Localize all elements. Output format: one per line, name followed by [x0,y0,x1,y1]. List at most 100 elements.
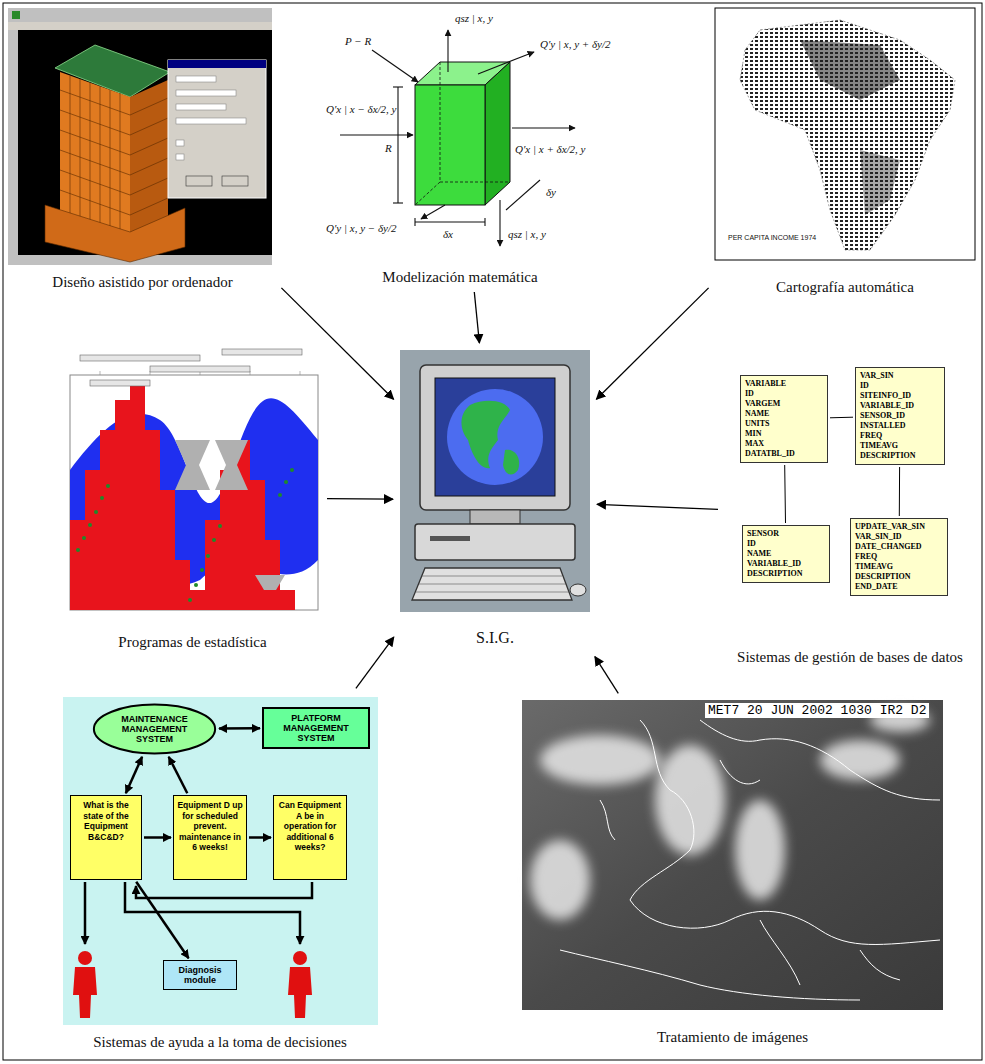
illustration-part [8,30,18,255]
illustration-part [503,450,519,475]
illustration-part [130,138,168,155]
box-text: Equipment D up for scheduled prevent. ma… [177,800,243,853]
illustration-part [715,8,975,260]
illustration-part [499,200,500,246]
table-field: FREQ [855,552,877,562]
illustration-part [470,510,520,524]
math-symbol: δx [443,228,453,240]
illustration-part [70,375,318,610]
illustration-part [222,176,248,186]
illustration-part [186,176,212,186]
illustration-part [70,380,295,610]
illustration-part [60,90,130,115]
panel-caption: Programas de estadística [118,634,266,651]
figure-panel: Programas de estadística [60,340,325,655]
flow-arrow [126,757,142,793]
illustration-part [60,72,130,240]
illustration-part [416,592,569,593]
illustration-part [80,79,81,222]
illustration-part [90,380,150,386]
illustration-part [522,700,943,1010]
database-table: VAR_SINIDSITEINFO_IDVARIABLE_IDSENSOR_ID… [855,367,945,465]
illustration-part [100,371,300,375]
illustration-part [255,575,285,590]
illustration-part [60,76,168,236]
ellipse-shape [94,705,215,754]
math-symbol: Q′x | x − δx/2, y [326,103,397,115]
illustration-part [73,951,312,1018]
table-field: VAR_SIN_ID [855,532,902,542]
illustration-part [125,882,300,944]
question-box: Can Equipment A be in operation for addi… [273,795,347,880]
input-arrow [281,288,393,399]
table-field: ID [747,539,756,549]
math-symbol: R [385,142,392,154]
illustration-part [422,576,562,577]
illustration-part [200,568,204,572]
table-field: VARIABLE_ID [747,559,801,569]
illustration-part [630,720,694,900]
panel-caption: Cartografía automática [776,279,914,296]
question-box: Equipment D up for scheduled prevent. ma… [173,795,247,880]
system-ellipse: MAINTENANCE MANAGEMENT SYSTEM [92,703,217,755]
illustration-part [415,62,510,205]
illustration-part [150,366,250,372]
illustration-part [412,568,572,600]
illustration-part [60,190,130,215]
illustration-part [218,524,222,528]
illustration-part [600,800,615,840]
illustration-part [284,480,288,484]
illustration-part [100,496,104,500]
illustration-part [175,440,210,490]
illustration-part [80,355,200,361]
illustration-part [760,920,800,985]
illustration-part [512,127,575,128]
illustration-part [60,110,130,135]
illustration-part [740,20,955,250]
illustration-part [212,538,216,542]
illustration-part [130,158,168,175]
table-field: NAME [747,549,771,559]
illustration-part [70,398,318,585]
illustration-part [176,118,246,124]
flow-arrow [249,836,271,839]
flow-arrow [144,836,171,839]
illustration-part [340,134,413,135]
illustration-part [94,510,98,514]
illustration-part [176,76,216,82]
illustration-part [194,583,198,587]
figure-panel: Cartografía automática [710,5,980,300]
input-arrow [596,288,708,399]
gis-computer: S.I.G. [395,345,595,655]
table-field: INSTALLED [860,421,906,431]
flow-arrow [169,757,188,793]
illustration-part [478,52,534,74]
illustration-part [715,8,975,260]
system-name: MAINTENANCE MANAGEMENT SYSTEM [108,714,201,744]
illustration-part [90,83,91,226]
panel-caption: Tratamiento de imágenes [657,1029,808,1046]
table-field: DESCRIPTION [747,569,803,579]
illustration-part [70,76,71,219]
illustration-part [400,350,590,612]
illustration-part [8,8,272,22]
image-timestamp: MET7 20 JUN 2002 1030 IR2 D2 [705,703,929,718]
illustration-part [820,740,900,780]
module-box: Diagnosis module [163,960,237,990]
math-symbol: Q′y | x, y + δy/2 [540,38,611,50]
system-box: PLATFORM MANAGEMENT SYSTEM [262,707,370,749]
illustration-part [120,93,121,236]
input-arrow [474,292,479,343]
illustration-part [655,745,725,855]
illustration-part [421,205,445,219]
illustration-part [55,45,170,97]
input-arrow [327,498,393,500]
illustration-part [560,720,940,1000]
table-field: END_DATE [855,582,898,592]
illustration-part [60,170,130,195]
table-field: ID [745,389,754,399]
panel-caption: Sistemas de gestión de bases de datos [737,649,963,666]
illustration-part [372,50,418,82]
illustration-part [462,401,511,468]
center-caption: S.I.G. [476,629,514,651]
